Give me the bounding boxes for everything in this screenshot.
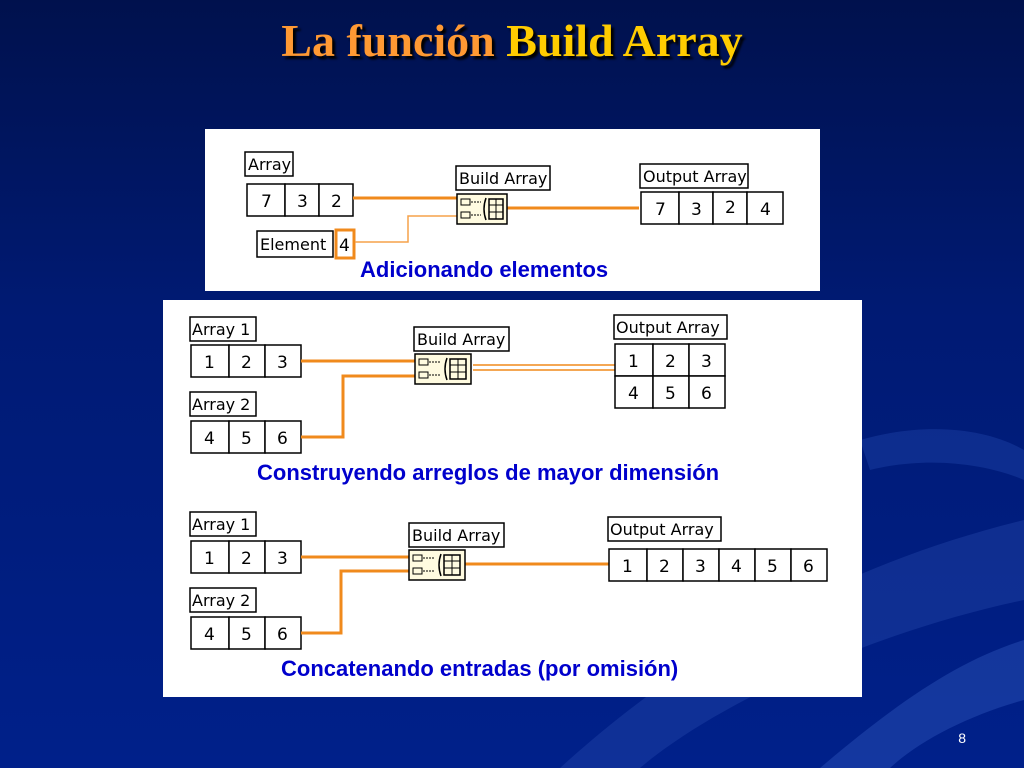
output-value: 4 [628,384,639,404]
array2-cell [190,420,230,454]
array2-value: 6 [277,625,288,645]
caption-higher-dimension: Construyendo arreglos de mayor dimensión [257,460,720,485]
output-value: 6 [803,557,814,577]
build-array-node-icon [456,193,508,225]
output-value: 2 [659,557,670,577]
output-value: 3 [691,200,702,220]
array1-cell [190,540,230,574]
build-array-label: Build Array [412,526,500,545]
diagram-adding-elements: Array 7 3 2 Element 4 Build Array [244,151,784,260]
output-cell [682,548,720,582]
output-label: Output Array [610,520,714,539]
array2-value: 6 [277,429,288,449]
array-value: 2 [331,192,342,212]
output-cell [678,191,714,225]
output-cell [754,548,792,582]
output-value: 4 [760,200,771,220]
wire-element-in [355,215,457,243]
output-cell [652,375,690,409]
element-label: Element [260,235,326,254]
output-label: Output Array [616,318,720,337]
array-cell [318,183,354,217]
build-array-node-icon [414,353,472,385]
output-label-box [607,516,722,542]
array2-label-box [189,391,257,417]
output-cell [790,548,828,582]
output-label-box [639,163,749,189]
output-label: Output Array [643,167,747,186]
build-array-node-icon [408,549,466,581]
array-value: 7 [261,192,272,212]
array1-value: 3 [277,549,288,569]
title-part-1: La función [281,15,495,66]
slide-title: La función Build Array [0,14,1024,67]
output-value: 6 [701,384,712,404]
build-array-label: Build Array [417,330,505,349]
output-cell [746,191,784,225]
array2-value: 4 [204,625,215,645]
array-label: Array [248,155,291,174]
caption-adding-elements: Adicionando elementos [360,257,609,282]
element-label-box [256,230,334,258]
array1-value: 1 [204,549,215,569]
array2-value: 5 [241,429,252,449]
panel-adding-elements: Array 7 3 2 Element 4 Build Array [205,129,820,291]
array2-cell [264,420,302,454]
output-value: 5 [767,557,778,577]
diagram-higher-dimension: Array 1 1 2 3 Array 2 4 5 6 Build Array [189,314,728,454]
page-number: 8 [958,730,966,746]
array1-label: Array 1 [192,320,250,339]
array1-value: 2 [241,549,252,569]
output-value: 5 [665,384,676,404]
output-cell [712,191,748,225]
array2-label: Array 2 [192,591,250,610]
wire-array2-in [301,569,409,635]
output-value: 1 [628,352,639,372]
element-value-box [334,228,356,260]
output-value: 3 [695,557,706,577]
array-value: 3 [297,192,308,212]
output-cell [646,548,684,582]
caption-concatenating: Concatenando entradas (por omisión) [281,656,679,681]
output-cell [614,375,654,409]
wire-array2-in [301,374,415,439]
build-array-label: Build Array [459,169,547,188]
array1-cell [190,344,230,378]
array1-cell [264,344,302,378]
diagram-concatenating: Array 1 1 2 3 Array 2 4 5 6 Build Array [189,511,828,650]
output-value: 4 [731,557,742,577]
array1-label-box [189,316,257,342]
array1-value: 1 [204,353,215,373]
output-value: 7 [655,200,666,220]
output-value: 2 [665,352,676,372]
output-label-box [613,314,728,340]
array2-value: 5 [241,625,252,645]
array1-label-box [189,511,257,537]
output-value: 3 [701,352,712,372]
array1-value: 3 [277,353,288,373]
output-cell [688,375,726,409]
output-cell [652,343,690,377]
build-array-label-box [455,165,551,191]
array1-label: Array 1 [192,515,250,534]
element-value: 4 [339,236,350,256]
array-label-box [244,151,294,177]
build-array-label-box [408,522,505,548]
build-array-label-box [413,326,510,352]
array1-value: 2 [241,353,252,373]
array-cell [284,183,320,217]
output-cell [608,548,648,582]
array2-label-box [189,587,257,613]
array2-value: 4 [204,429,215,449]
output-value: 2 [725,198,736,218]
panel-lower: Array 1 1 2 3 Array 2 4 5 6 Build Array [163,300,862,697]
array2-label: Array 2 [192,395,250,414]
output-value: 1 [622,557,633,577]
title-part-2: Build Array [506,15,743,66]
